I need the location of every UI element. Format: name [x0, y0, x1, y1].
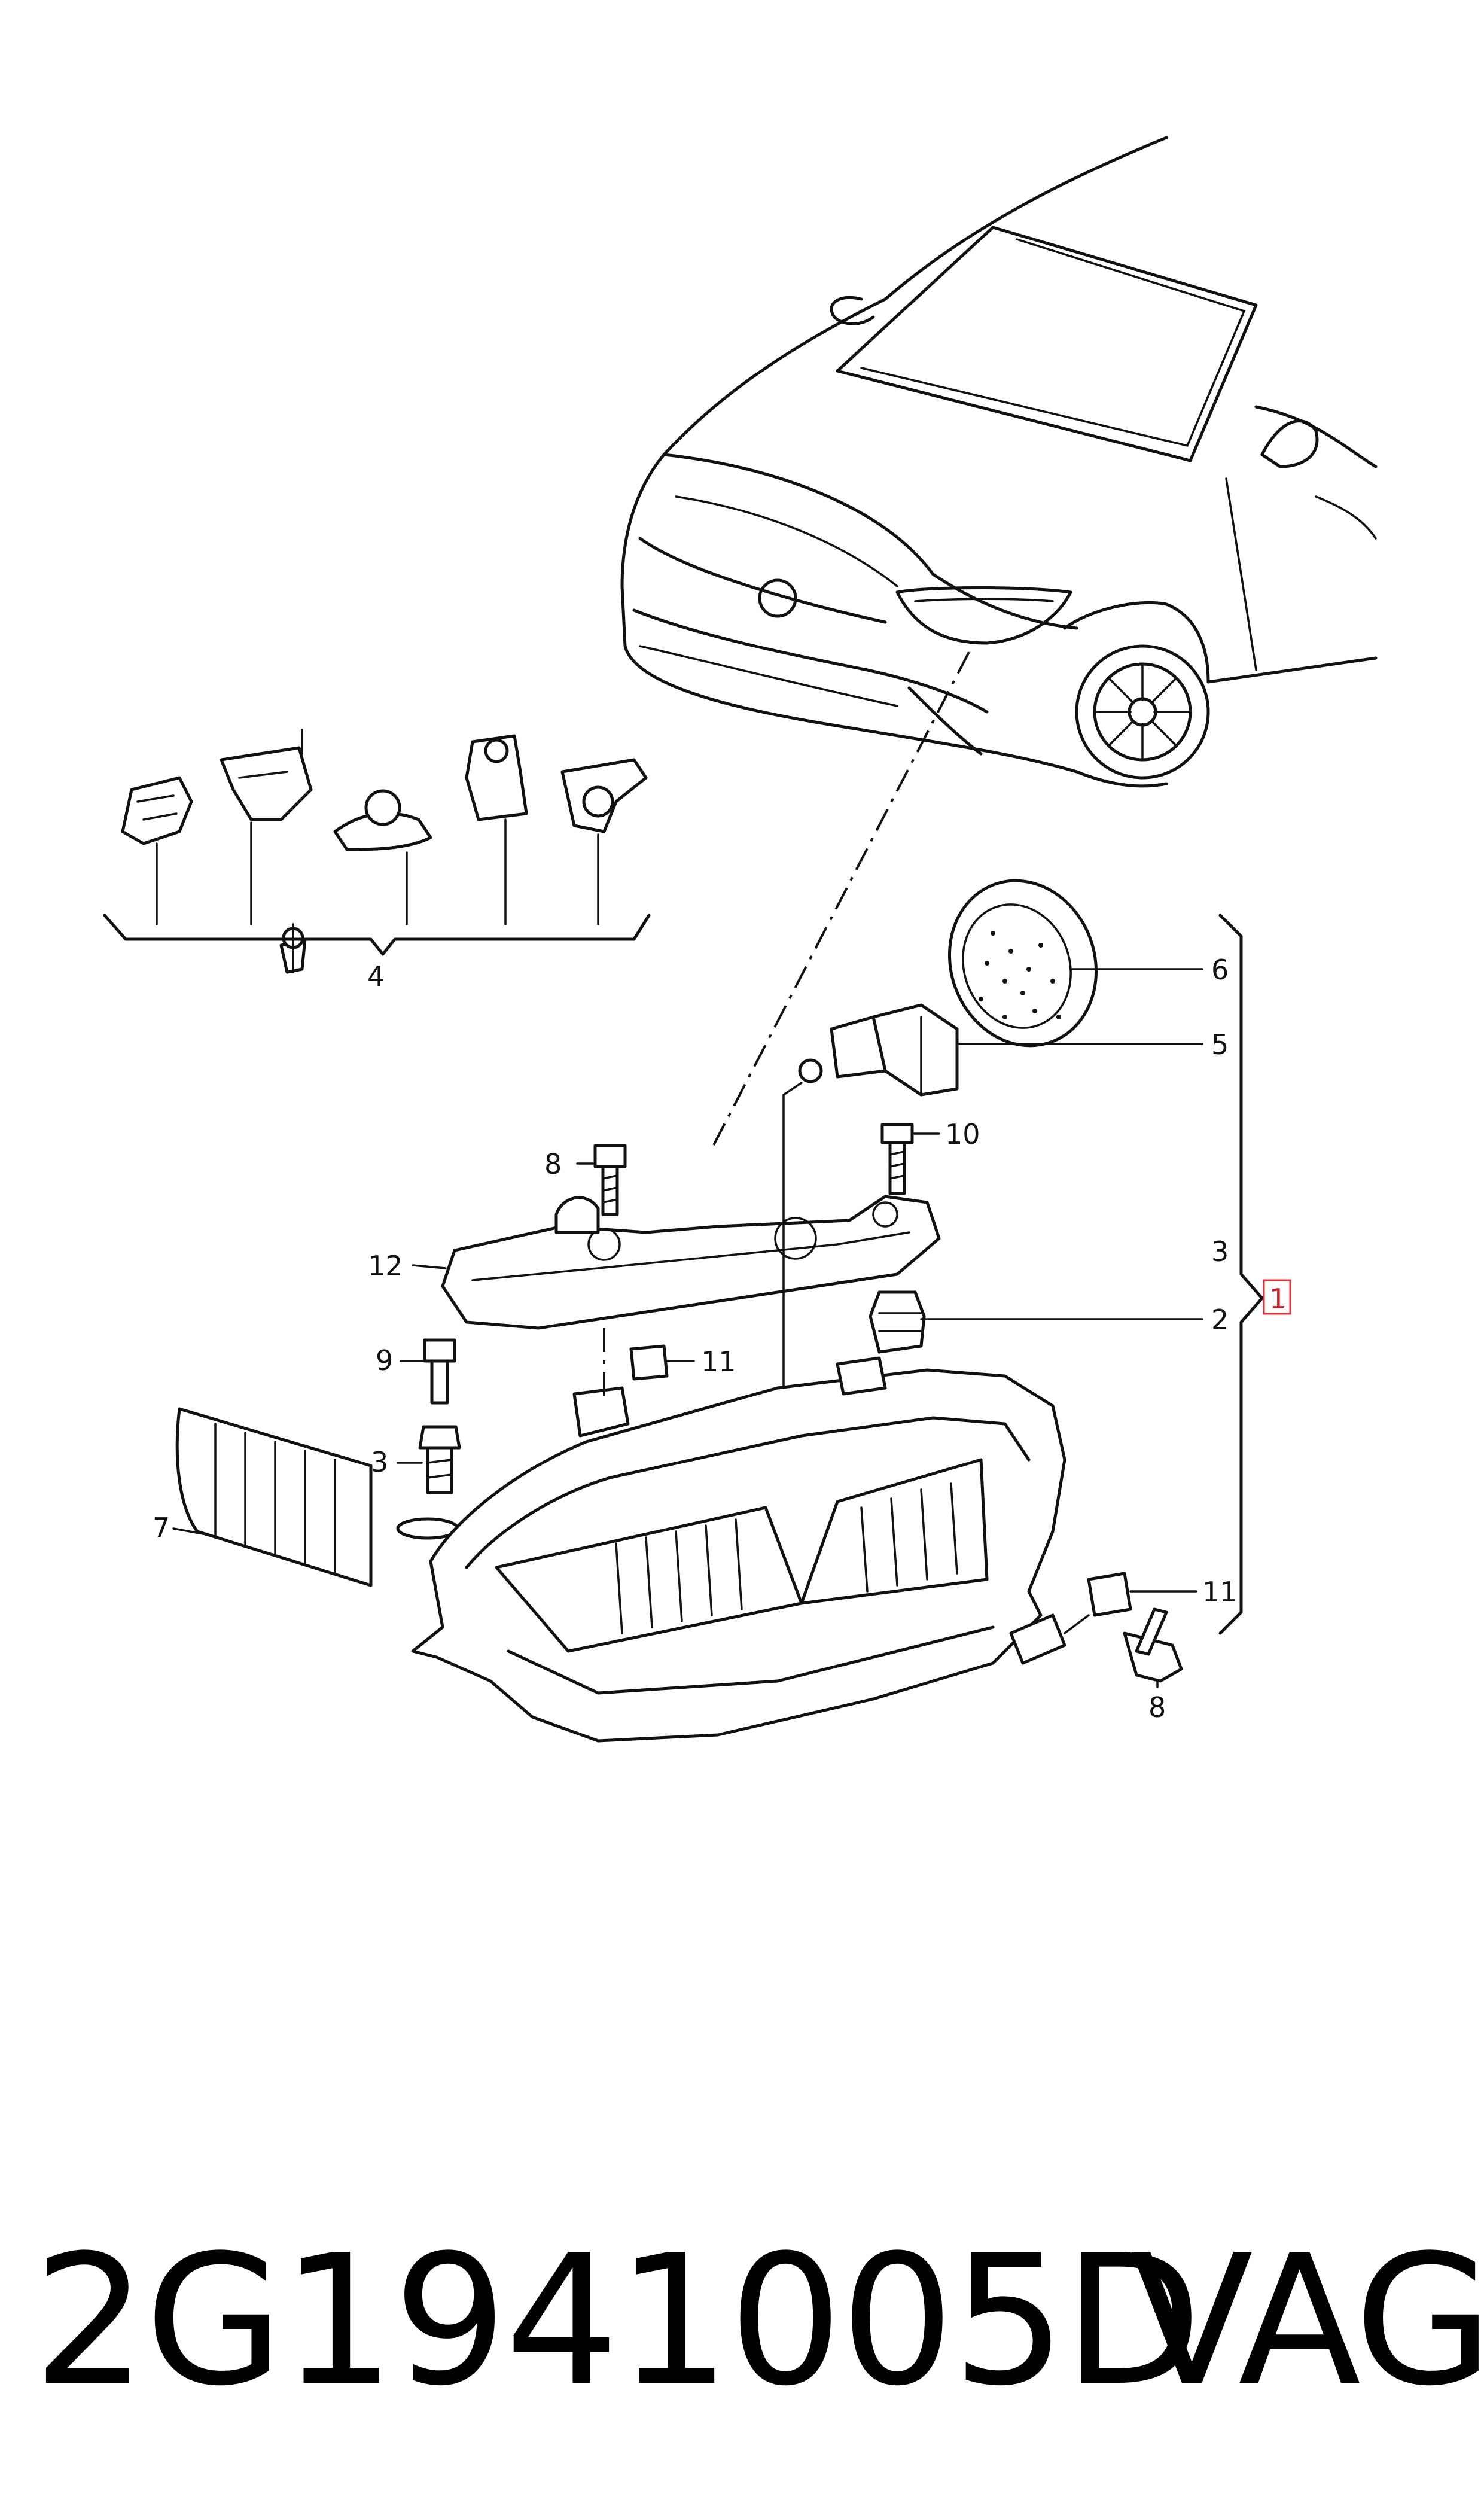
screw-part-10	[880, 1123, 914, 1195]
brand-label: VAG	[1130, 2216, 1484, 2425]
callout-labels: 1 2 3 3 4 5 6 7 8 8 9 10 11 11 12	[153, 954, 1287, 1724]
callout-6: 6	[1211, 954, 1229, 986]
clip-nut-part-11-right	[1087, 1572, 1132, 1617]
dust-cap-part-6	[947, 879, 1098, 1048]
callout-3-left: 3	[371, 1446, 388, 1478]
parts-diagram: 1 2 3 3 4 5 6 7 8 8 9 10 11 11 12	[103, 136, 1378, 1743]
film-part-7	[175, 1407, 373, 1587]
callout-11-mid: 11	[701, 1345, 736, 1378]
bracket-set-group-4	[103, 729, 651, 974]
callout-4: 4	[367, 960, 385, 992]
screw-part-8-bottom	[1123, 1607, 1183, 1683]
assembly-brace	[1218, 914, 1264, 1635]
callout-8-top: 8	[544, 1148, 562, 1180]
callout-9: 9	[376, 1344, 393, 1377]
leader-bulb-to-housing	[782, 1082, 803, 1389]
bracket-part-12	[441, 1195, 941, 1330]
callout-8-bottom: 8	[1148, 1691, 1166, 1724]
callout-7: 7	[153, 1512, 170, 1544]
clip-nut-part-11-mid	[629, 1344, 669, 1381]
screw-part-8-top	[593, 1144, 627, 1216]
assembly-1-highlight	[1263, 1279, 1291, 1315]
leader-lines	[172, 968, 1203, 1688]
callout-10: 10	[945, 1118, 980, 1150]
adjusting-screw-part-3	[396, 1425, 461, 1540]
callout-2: 2	[1211, 1304, 1229, 1336]
callout-3-top: 3	[1211, 1235, 1229, 1268]
headlight-housing	[411, 1356, 1066, 1743]
adjuster-part-2	[869, 1290, 926, 1354]
callout-12: 12	[368, 1250, 403, 1282]
callout-1: 1	[1269, 1283, 1287, 1315]
part-number: 2G1941005D	[33, 2216, 1202, 2425]
bulb-part-5	[798, 1003, 959, 1097]
leader-headlight-location	[711, 651, 970, 1149]
callout-5: 5	[1211, 1028, 1229, 1061]
callout-11-right: 11	[1202, 1576, 1238, 1608]
car-illustration	[620, 136, 1378, 788]
screw-part-9	[423, 1338, 456, 1405]
